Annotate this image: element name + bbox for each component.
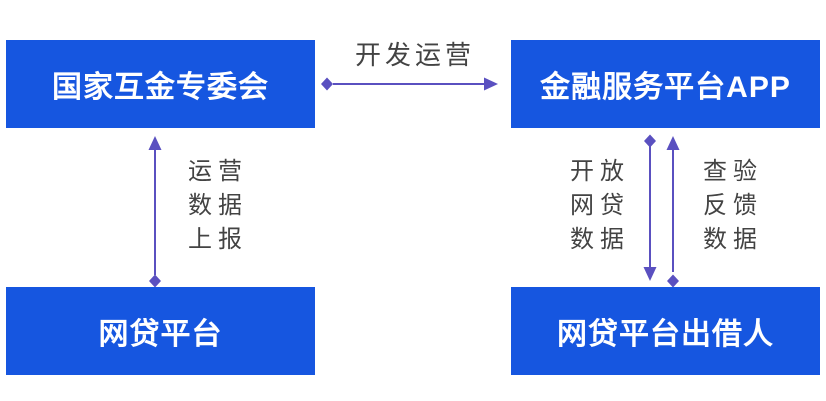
down-arrowhead-icon — [643, 267, 657, 281]
diamond-end-icon — [321, 77, 333, 91]
edge-label-verify-feedback: 查验 反馈 数据 — [703, 158, 763, 253]
diamond-end-icon — [149, 274, 161, 288]
right-arrowhead-icon — [484, 77, 498, 91]
up-arrowhead-icon — [666, 136, 680, 150]
arrow-open-data — [643, 134, 657, 281]
edge-label-dev-ops: 开发运营 — [354, 40, 475, 70]
node-finance-app: 金融服务平台APP — [511, 40, 820, 128]
edge-label-open-data: 开放 网贷 数据 — [570, 158, 630, 253]
node-lending-platform: 网贷平台 — [6, 287, 315, 375]
node-committee: 国家互金专委会 — [6, 40, 315, 128]
edge-label-report: 运营 数据 上报 — [188, 158, 248, 253]
node-lender: 网贷平台出借人 — [511, 287, 820, 375]
up-arrowhead-icon — [148, 136, 162, 150]
arrow-dev-ops — [321, 77, 498, 91]
arrow-verify-feedback — [666, 136, 680, 288]
arrow-report — [148, 136, 162, 288]
diamond-end-icon — [644, 134, 656, 148]
diamond-end-icon — [667, 274, 679, 288]
